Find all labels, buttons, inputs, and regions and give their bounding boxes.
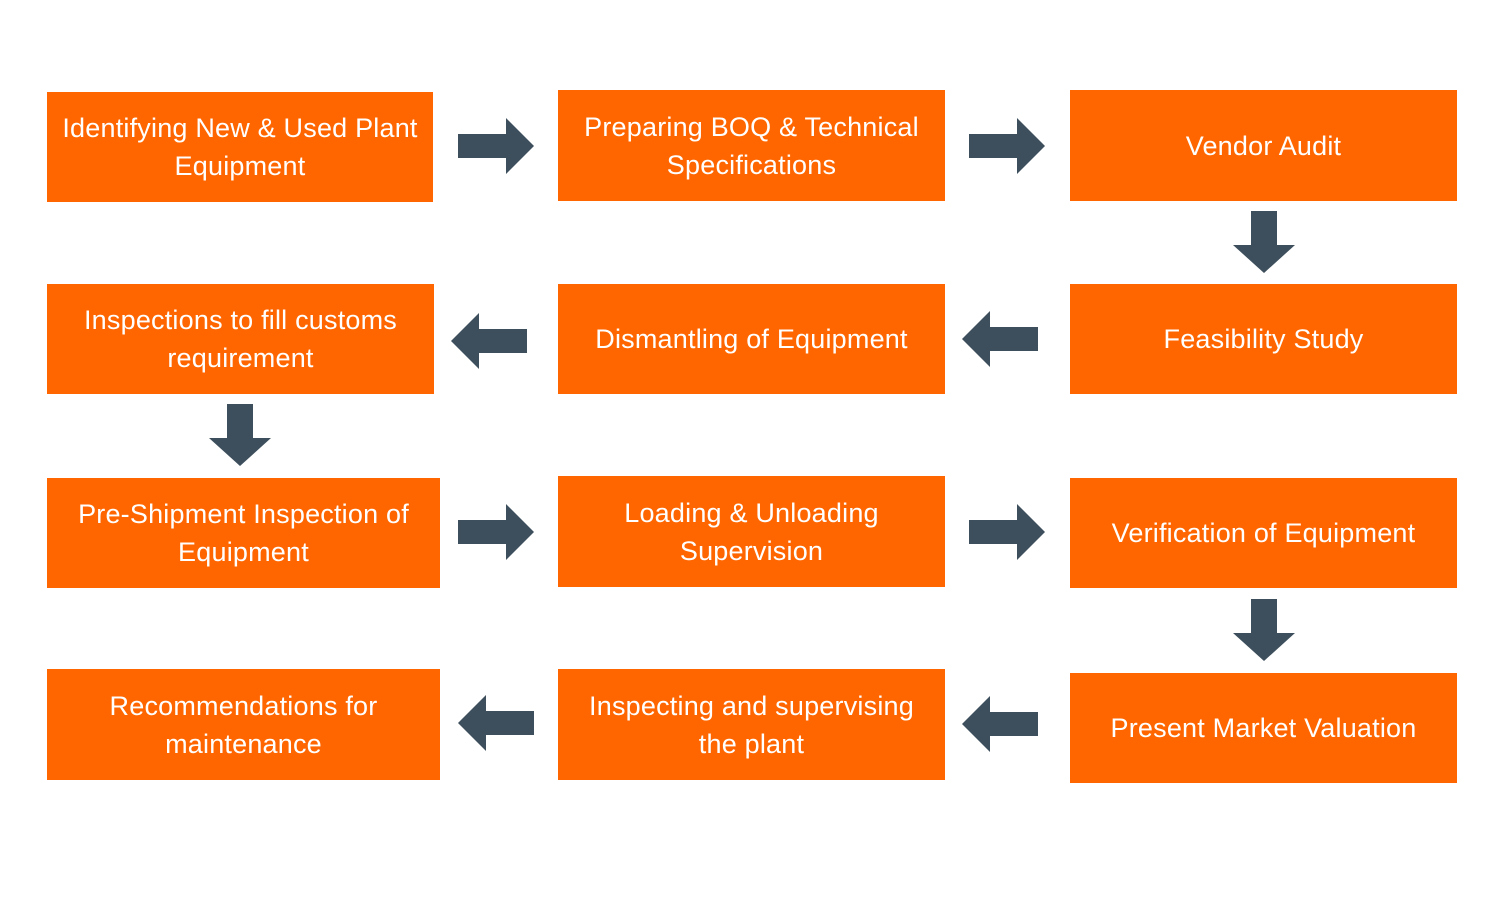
arrow-left-icon xyxy=(458,695,534,751)
arrow-down-icon xyxy=(209,404,271,466)
arrow-right-icon xyxy=(458,504,534,560)
step-vendor-audit: Vendor Audit xyxy=(1070,90,1457,201)
arrow-right-icon xyxy=(458,118,534,174)
step-pre-shipment-inspection: Pre-Shipment Inspection of Equipment xyxy=(47,478,440,588)
step-dismantling: Dismantling of Equipment xyxy=(558,284,945,394)
step-identifying-equipment: Identifying New & Used Plant Equipment xyxy=(47,92,433,202)
step-feasibility-study: Feasibility Study xyxy=(1070,284,1457,394)
step-inspections-customs: Inspections to fill customs requirement xyxy=(47,284,434,394)
step-preparing-boq: Preparing BOQ & Technical Specifications xyxy=(558,90,945,201)
arrow-left-icon xyxy=(962,311,1038,367)
arrow-right-icon xyxy=(969,504,1045,560)
step-verification: Verification of Equipment xyxy=(1070,478,1457,588)
step-loading-unloading: Loading & Unloading Supervision xyxy=(558,476,945,587)
step-inspecting-plant: Inspecting and supervising the plant xyxy=(558,669,945,780)
arrow-right-icon xyxy=(969,118,1045,174)
arrow-down-icon xyxy=(1233,599,1295,661)
arrow-down-icon xyxy=(1233,211,1295,273)
step-market-valuation: Present Market Valuation xyxy=(1070,673,1457,783)
arrow-left-icon xyxy=(962,696,1038,752)
step-recommendations: Recommendations for maintenance xyxy=(47,669,440,780)
arrow-left-icon xyxy=(451,313,527,369)
